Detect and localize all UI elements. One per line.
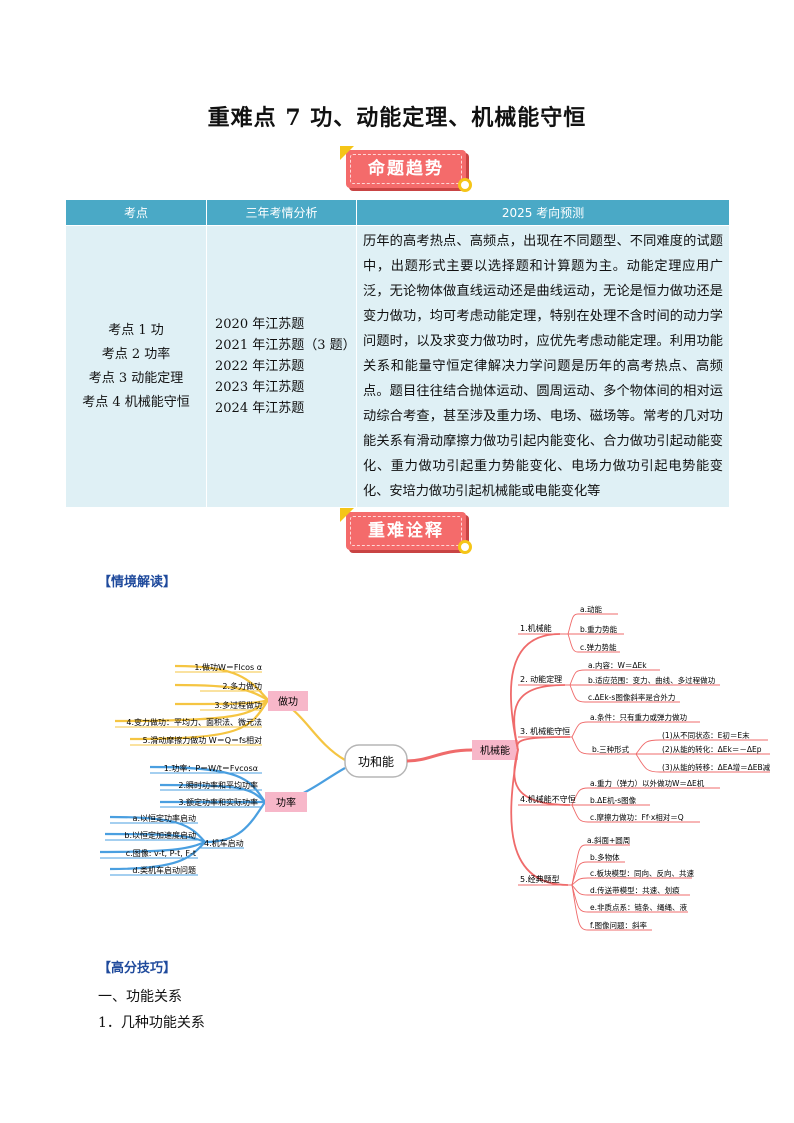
section-situation: 【情境解读】 xyxy=(98,575,177,590)
gong-item: 2.多力做功 xyxy=(222,681,262,691)
node-gonglv-label: 功率 xyxy=(276,796,296,809)
banner-explain-label: 重难诠释 xyxy=(368,521,444,541)
gong-item: 5.滑动摩擦力做功 W＝Q＝fs相对 xyxy=(143,735,262,745)
heading-subsection: 1．几种功能关系 xyxy=(98,1015,205,1031)
node-gong-label: 做功 xyxy=(278,695,298,708)
leaf-item: a.斜面+圆周 xyxy=(587,835,630,845)
leaf-item: c.板块模型：同向、反向、共速 xyxy=(590,868,695,878)
leaf-item: a.动能 xyxy=(580,604,602,614)
kaodian-item: 考点 4 机械能守恒 xyxy=(82,394,190,410)
mind-map: 做功 1.做功W＝Flcos α 2.多力做功 3.多过程做功 4.变力做功：平… xyxy=(99,604,771,931)
gonglv-item: 3.额定功率和实际功率 xyxy=(178,797,258,807)
leaf-item: b.适应范围：变力、曲线、多过程做功 xyxy=(588,675,716,685)
branch-label: 3. 机械能守恒 xyxy=(520,726,570,736)
jiche-item: b.以恒定加速度启动 xyxy=(124,830,196,840)
leaf-item: e.非质点系：链条、绳绳、液 xyxy=(590,902,687,912)
gonglv-item: 2.瞬时功率和平均功率 xyxy=(178,780,258,790)
banner-triangle-icon xyxy=(340,508,354,522)
trend-table: 考点 三年考情分析 2025 考向预测 考点 1 功 考点 2 功率 考点 3 … xyxy=(65,199,730,508)
connector-jixieneng xyxy=(406,748,473,763)
year-item: 2024 年江苏题 xyxy=(215,401,305,416)
node-center-label: 功和能 xyxy=(358,755,394,769)
leaf-item: f.图像问题：斜率 xyxy=(590,920,647,930)
node-jixieneng-label: 机械能 xyxy=(480,744,510,757)
kaodian-item: 考点 1 功 xyxy=(108,322,164,338)
year-item: 2020 年江苏题 xyxy=(215,317,305,332)
node-gonglv xyxy=(265,792,307,812)
leaf-item: b.ΔE机-s图像 xyxy=(590,795,637,805)
leaf-item: a.重力（弹力）以外做功W＝ΔE机 xyxy=(590,778,705,788)
leaf-item: c.ΔEk-s图像斜率是合外力 xyxy=(588,692,675,702)
gonglv-item: 4.机车启动 xyxy=(204,838,244,848)
leaf-item: (2)从能的转化：ΔEk＝－ΔEp xyxy=(662,744,762,754)
leaf-item: b.重力势能 xyxy=(580,624,618,634)
gong-item: 1.做功W＝Flcos α xyxy=(194,662,262,672)
banner-trend: 命题趋势 xyxy=(340,146,472,192)
gong-item: 3.多过程做功 xyxy=(214,700,262,710)
banner-explain: 重难诠释 xyxy=(340,508,472,554)
node-jixieneng xyxy=(472,740,518,760)
node-gong xyxy=(268,691,308,711)
leaf-item: c.弹力势能 xyxy=(580,642,617,652)
jiche-item: c.图像: v-t, P-t, F-t xyxy=(126,848,196,858)
leaf-item: (1)从不同状态：E初＝E末 xyxy=(662,730,750,740)
header-prediction: 2025 考向预测 xyxy=(356,199,730,226)
leaf-item: a.条件：只有重力或弹力做功 xyxy=(590,712,687,722)
kaodian-cell: 考点 1 功 考点 2 功率 考点 3 动能定理 考点 4 机械能守恒 xyxy=(65,225,207,508)
heading-gongneng: 一、功能关系 xyxy=(98,989,182,1005)
table-row: 考点 1 功 考点 2 功率 考点 3 动能定理 考点 4 机械能守恒 2020… xyxy=(65,225,730,508)
kaodian-item: 考点 3 动能定理 xyxy=(88,370,184,386)
branch-label: 5.经典题型 xyxy=(520,874,560,884)
table-header-row: 考点 三年考情分析 2025 考向预测 xyxy=(65,199,730,226)
leaf-item: b.多物体 xyxy=(590,852,620,862)
leaf-item: (3)从能的转移：ΔEA增＝ΔEB减 xyxy=(662,762,771,772)
jiche-item: a.以恒定功率启动 xyxy=(133,813,196,823)
prediction-cell: 历年的高考热点、高频点，出现在不同题型、不同难度的试题中，出题形式主要以选择题和… xyxy=(356,225,730,508)
year-item: 2021 年江苏题（3 题） xyxy=(215,338,356,353)
header-kaodian: 考点 xyxy=(65,199,207,226)
branch-label: 2. 动能定理 xyxy=(520,674,562,684)
banner-ring-icon xyxy=(458,540,472,554)
years-cell: 2020 年江苏题 2021 年江苏题（3 题） 2022 年江苏题 2023 … xyxy=(206,225,357,508)
leaf-item: b.三种形式 xyxy=(592,744,630,754)
branch-label: 4.机械能不守恒 xyxy=(520,794,576,804)
section-skills: 【高分技巧】 xyxy=(98,961,177,976)
banner-triangle-icon xyxy=(340,146,354,160)
gonglv-item: 1.功率：P＝W/t＝Fvcosα xyxy=(164,763,258,773)
banner-ring-icon xyxy=(458,178,472,192)
header-analysis: 三年考情分析 xyxy=(206,199,357,226)
jiche-item: d.类机车启动问题 xyxy=(132,865,196,875)
leaf-item: a.内容：W＝ΔEk xyxy=(588,660,647,670)
kaodian-item: 考点 2 功率 xyxy=(101,346,171,362)
banner-trend-label: 命题趋势 xyxy=(368,159,444,179)
branch-label: 1.机械能 xyxy=(520,623,552,633)
leaf-item: d.传送带模型：共速、划痕 xyxy=(590,885,680,895)
year-item: 2023 年江苏题 xyxy=(215,380,305,395)
gong-item: 4.变力做功：平均力、面积法、微元法 xyxy=(126,717,262,727)
page-title: 重难点 7 功、动能定理、机械能守恒 xyxy=(207,105,587,131)
leaf-item: c.摩擦力做功：Ff·x相对＝Q xyxy=(590,812,684,822)
year-item: 2022 年江苏题 xyxy=(215,359,305,374)
